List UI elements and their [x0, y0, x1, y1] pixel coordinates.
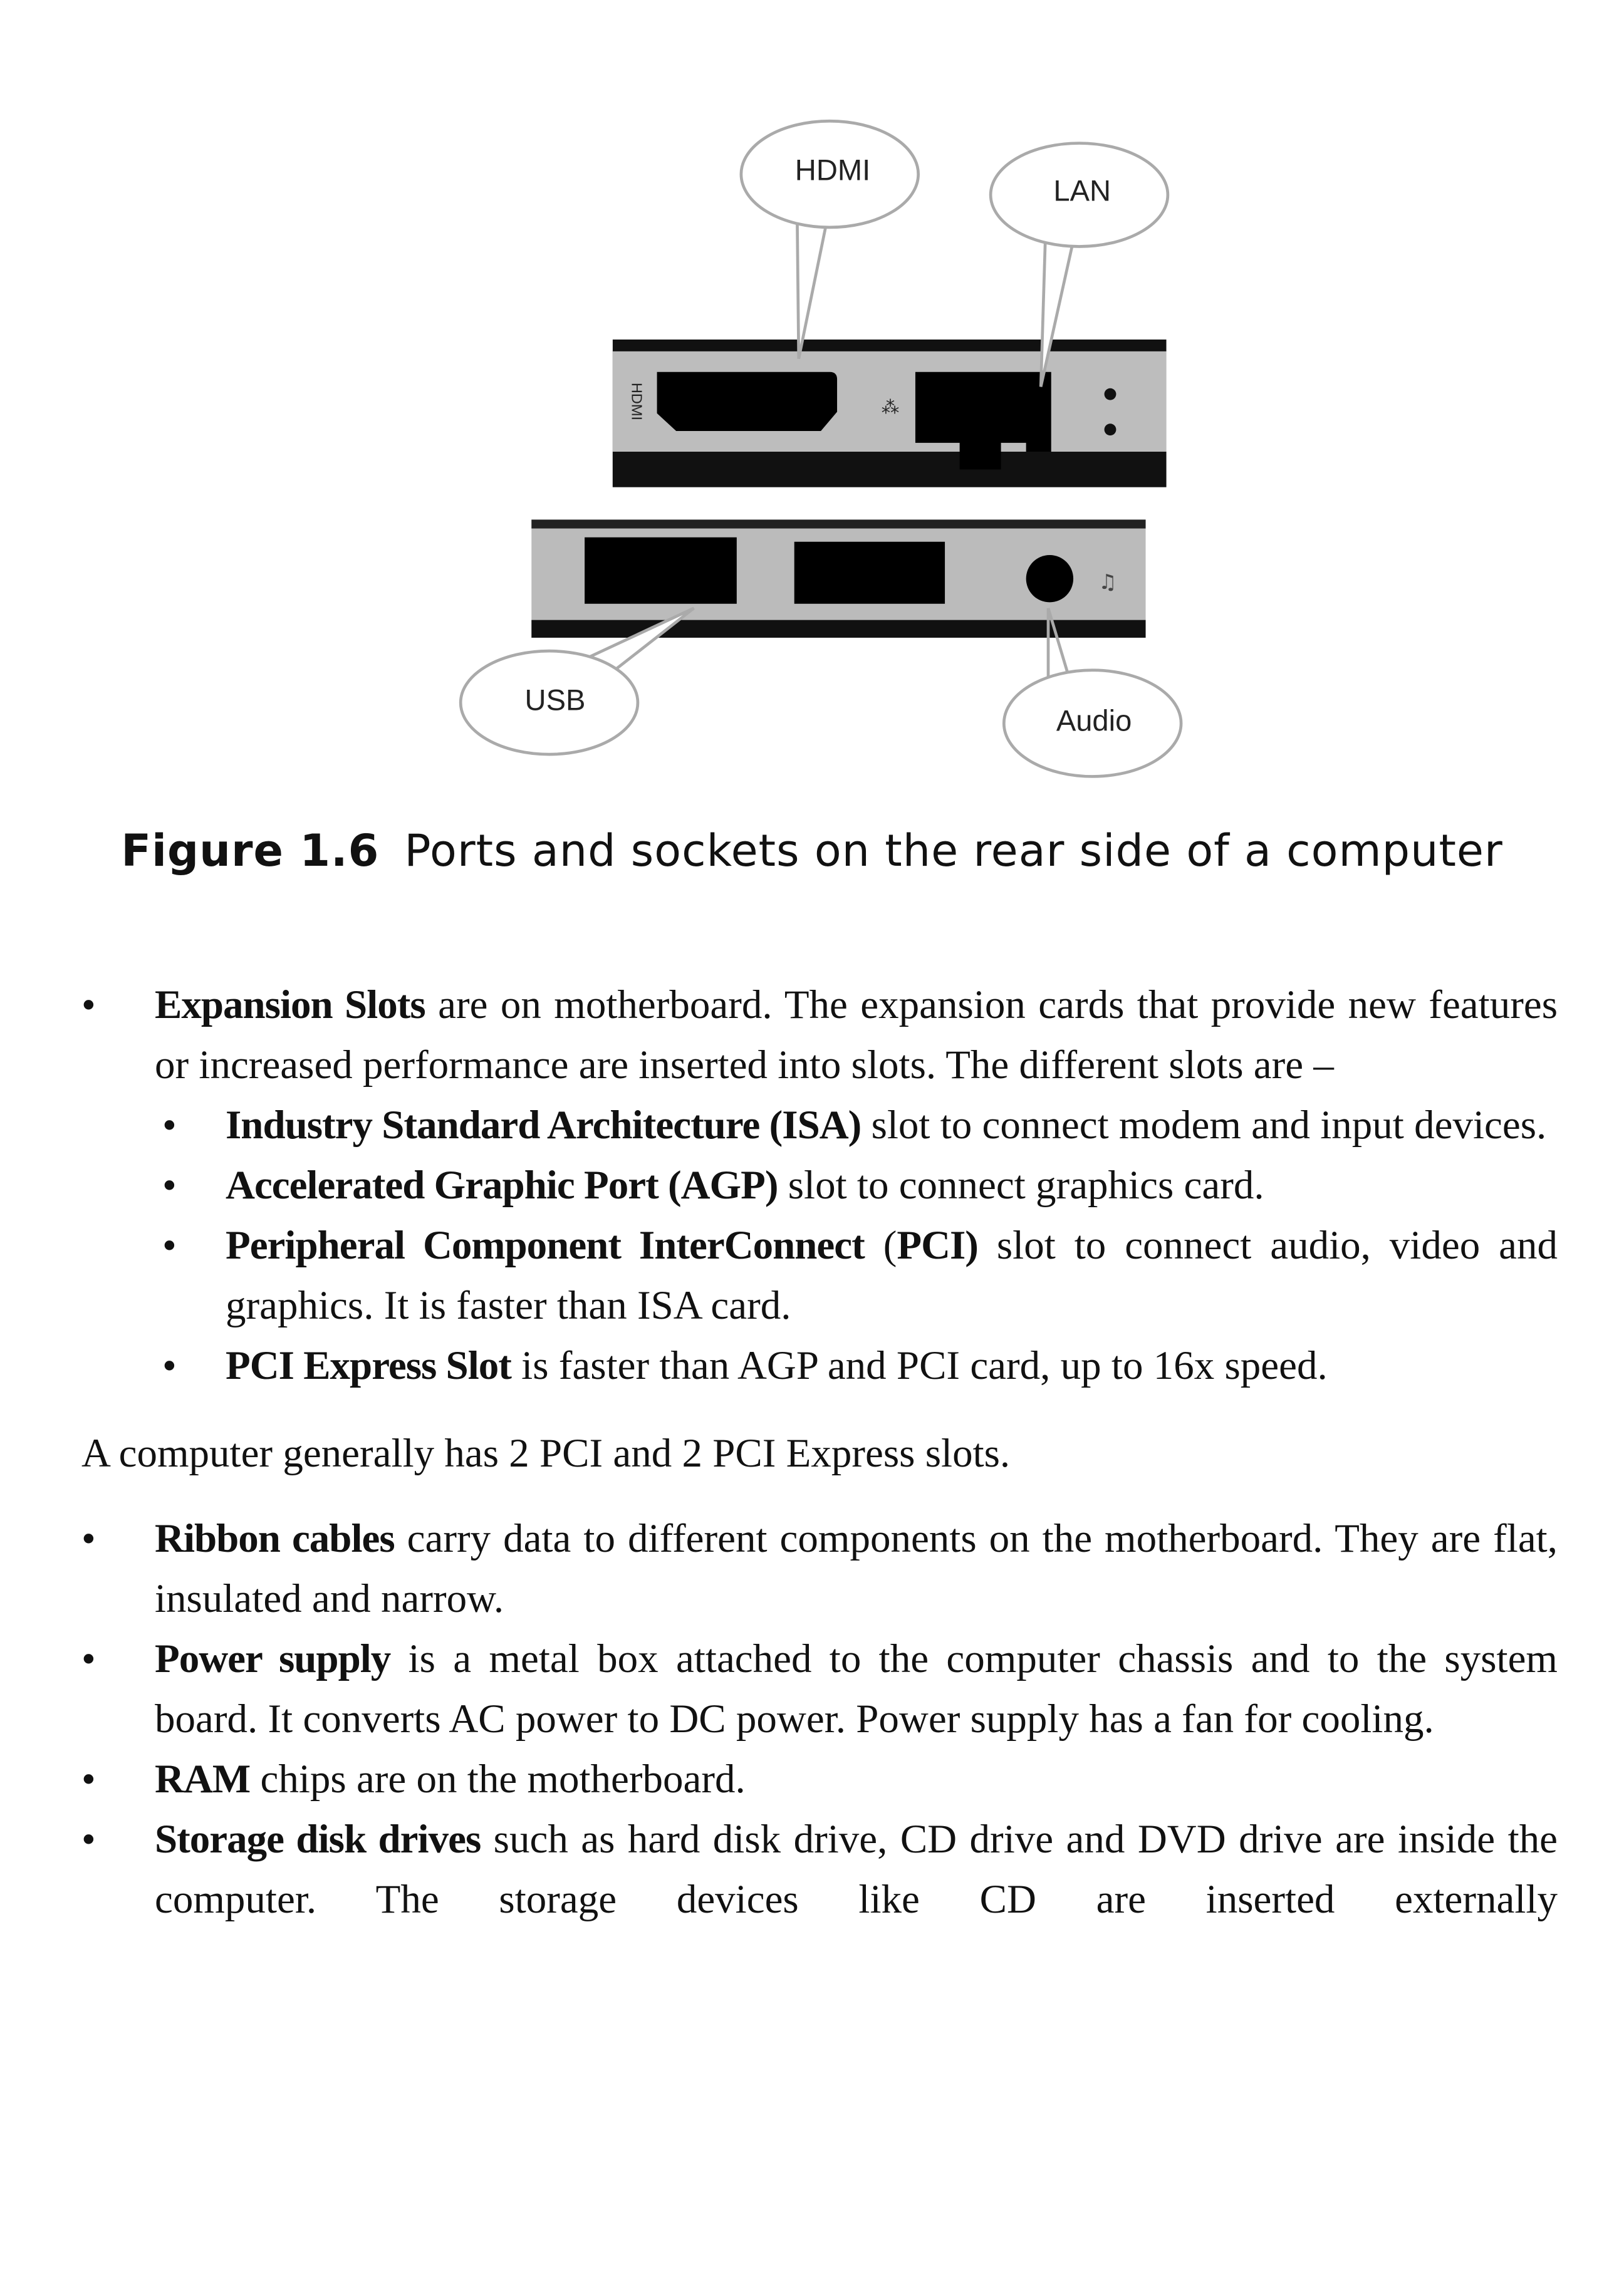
- description: carry data to different components on th…: [155, 1516, 1558, 1621]
- term: Ribbon cables: [155, 1516, 395, 1561]
- usb-port-1: [585, 537, 737, 604]
- sub-bullet-list: • Industry Standard Architecture (ISA) sl…: [155, 1095, 1558, 1396]
- list-item-pci-express: • PCI Express Slot is faster than AGP and…: [155, 1336, 1558, 1396]
- term: Accelerated Graphic Port (AGP): [226, 1163, 778, 1208]
- description: is a metal box attached to the computer …: [155, 1636, 1558, 1742]
- audio-jack: [1026, 554, 1074, 603]
- lan-port: [915, 371, 1051, 470]
- term: PCI Express Slot: [226, 1343, 512, 1388]
- list-item-expansion-slots: • Expansion Slots are on motherboard. Th…: [81, 975, 1558, 1396]
- bullet-icon: •: [162, 1103, 177, 1148]
- figure-number: Figure 1.6: [121, 825, 380, 876]
- figure-caption: Figure 1.6 Ports and sockets on the rear …: [0, 819, 1624, 882]
- svg-text:HDMI: HDMI: [629, 383, 645, 420]
- term: Power supply: [155, 1636, 391, 1681]
- description: chips are on the motherboard.: [250, 1757, 746, 1802]
- bullet-icon: •: [81, 1817, 96, 1862]
- bullet-icon: •: [162, 1163, 177, 1208]
- term: Peripheral Component InterConnect: [226, 1223, 865, 1268]
- term-abbrev: PCI): [897, 1223, 979, 1268]
- description: such as hard disk drive, CD drive and DV…: [155, 1817, 1558, 1922]
- top-port-panel: HDMI ⁂: [612, 339, 1167, 487]
- bullet-list-expansion: • Expansion Slots are on motherboard. Th…: [81, 975, 1558, 1396]
- list-item-isa: • Industry Standard Architecture (ISA) sl…: [155, 1095, 1558, 1155]
- svg-text:⁂: ⁂: [882, 397, 899, 417]
- audio-callout-label: Audio: [1056, 704, 1132, 737]
- description: slot to connect audio, video and graphic…: [226, 1223, 1558, 1328]
- hdmi-port: [657, 371, 838, 432]
- list-item-pci: • Peripheral Component InterConnect (PCI)…: [155, 1215, 1558, 1336]
- list-item-ram: • RAM chips are on the motherboard.: [81, 1749, 1558, 1809]
- bullet-icon: •: [162, 1223, 177, 1268]
- list-item-agp: • Accelerated Graphic Port (AGP) slot to …: [155, 1155, 1558, 1215]
- list-item-power-supply: • Power supply is a metal box attached to…: [81, 1629, 1558, 1749]
- svg-text:♫: ♫: [1098, 569, 1117, 594]
- bullet-icon: •: [162, 1343, 177, 1388]
- paragraph: A computer generally has 2 PCI and 2 PCI…: [81, 1431, 1011, 1476]
- paren: (: [864, 1223, 897, 1268]
- description: slot to connect graphics card.: [778, 1163, 1264, 1208]
- bullet-icon: •: [81, 1516, 96, 1561]
- usb-callout-label: USB: [525, 683, 586, 716]
- term: Expansion Slots: [155, 982, 426, 1027]
- list-item-storage-drives: • Storage disk drives such as hard disk d…: [81, 1809, 1558, 1930]
- body-text: • Expansion Slots are on motherboard. Th…: [81, 975, 1558, 1930]
- term: Industry Standard Architecture (ISA): [226, 1103, 861, 1148]
- bottom-port-panel: ♫: [531, 519, 1146, 638]
- description: slot to connect modem and input devices.: [861, 1103, 1547, 1148]
- list-item-ribbon-cables: • Ribbon cables carry data to different c…: [81, 1509, 1558, 1629]
- hdmi-callout-label: HDMI: [795, 153, 870, 186]
- ports-figure: HDMI ⁂ ♫ HDMI LAN USB Audio: [459, 119, 1183, 778]
- term: Storage disk drives: [155, 1817, 481, 1862]
- description: are on motherboard. The expansion cards …: [155, 982, 1558, 1088]
- caption-text: Ports and sockets on the rear side of a …: [404, 825, 1503, 876]
- bullet-icon: •: [81, 1636, 96, 1681]
- bullet-list-components: • Ribbon cables carry data to different c…: [81, 1509, 1558, 1930]
- usb-port-2: [794, 541, 945, 604]
- description: is faster than AGP and PCI card, up to 1…: [511, 1343, 1328, 1388]
- term: RAM: [155, 1757, 251, 1802]
- lan-callout-label: LAN: [1053, 174, 1111, 207]
- bullet-icon: •: [81, 1757, 96, 1802]
- bullet-icon: •: [81, 982, 96, 1027]
